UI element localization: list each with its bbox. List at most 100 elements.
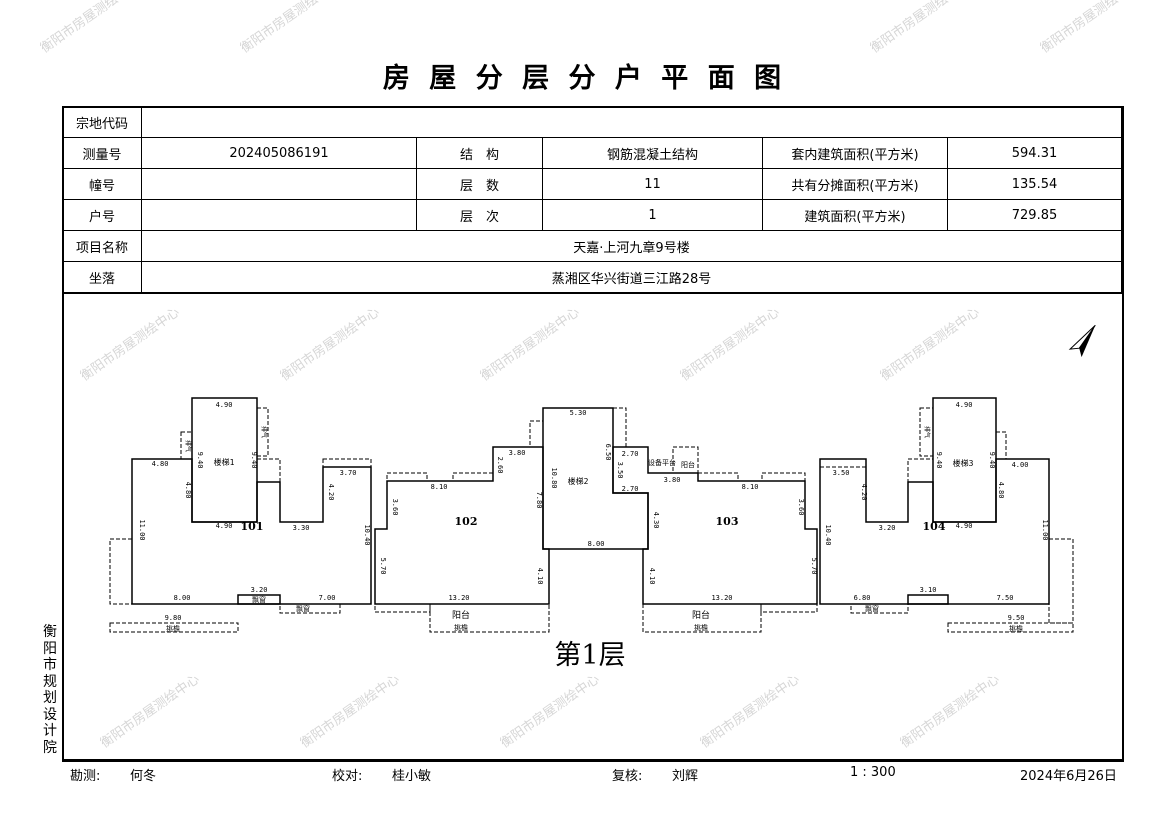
plan-label: 4.90 [956,522,973,530]
plan-label: 3.80 [509,449,526,457]
plan-label: 排气 [184,440,192,452]
plan-label: 楼梯2 [568,476,589,486]
plan-label: 楼梯3 [953,458,974,468]
plan-label: 挑檐 [454,623,468,632]
building-area-label: 建筑面积(平方米) [762,199,948,231]
plan-label: 10.40 [824,524,832,545]
unit-no-label: 户号 [62,199,142,231]
unit-number: 102 [455,515,478,528]
plan-label: 11.00 [1041,519,1049,540]
plan-label: 挑檐 [1009,624,1023,633]
plan-label: 4.10 [648,568,656,585]
plan-label: 3.50 [833,469,850,477]
plan-label: 设备平台 [648,458,676,467]
location: 蒸湘区华兴街道三江路28号 [141,261,1122,294]
plan-label: 2.70 [622,450,639,458]
plan-label: 3.10 [920,586,937,594]
plan-label: 4.00 [1012,461,1029,469]
plan-label: 3.20 [879,524,896,532]
project-name: 天嘉·上河九章9号楼 [141,230,1122,262]
plan-label: 4.20 [860,484,868,501]
north-arrow-icon [1068,324,1096,358]
plan-label: 飘窗 [252,595,266,604]
unit-103-outline [612,446,818,605]
plan-label: 7.00 [319,594,336,602]
plan-label: 11.00 [138,519,146,540]
inner-area-label: 套内建筑面积(平方米) [762,137,948,169]
unit-number: 104 [923,520,946,533]
reviewer: 刘辉 [672,769,699,784]
location-label: 坐落 [62,261,142,294]
inner-area: 594.31 [947,137,1122,169]
plan-label: 9.40 [988,452,996,469]
plan-label: 2.60 [496,457,504,474]
plan-label: 4.30 [652,512,660,529]
plan-label: 4.80 [152,460,169,468]
date: 2024年6月26日 [1020,769,1117,784]
plan-label: 3.70 [340,469,357,477]
floors: 11 [542,168,763,200]
plan-label: 5.70 [379,558,387,575]
plan-label: 9.80 [165,614,182,622]
shared-area-label: 共有分摊面积(平方米) [762,168,948,200]
side-org: 衡阳市规划设计院 [43,624,57,756]
plan-label: 4.90 [216,522,233,530]
plan-label: 7.80 [535,492,543,509]
building-area: 729.85 [947,199,1122,231]
surveyor-label: 勘测: [70,769,101,784]
dashed-attachments [109,407,1074,633]
bay-window-101 [237,594,281,605]
plan-label: 13.20 [448,594,469,602]
plan-label: 8.10 [431,483,448,491]
structure-label: 结 构 [416,137,543,169]
plan-label: 阳台 [452,609,470,621]
page-title: 房 屋 分 层 分 户 平 面 图 [382,63,787,94]
bay-window-104 [907,594,949,605]
plan-label: 10.40 [363,524,371,545]
plan-label: 挑檐 [694,623,708,632]
plan-label: 飘窗 [296,604,310,613]
plan-label: 阳台 [681,460,695,469]
plan-label: 3.50 [616,462,624,479]
plan-label: 排气 [923,426,931,438]
plan-label: 4.80 [184,482,192,499]
plan-label: 4.90 [956,401,973,409]
unit-number: 101 [241,520,264,533]
project-label: 项目名称 [62,230,142,262]
plan-label: 10.80 [550,467,558,488]
surveyor: 何冬 [130,769,157,784]
plan-label: 4.10 [536,568,544,585]
plan-label: 4.90 [216,401,233,409]
plan-label: 4.20 [327,484,335,501]
plan-label: 3.20 [251,586,268,594]
plan-label: 9.40 [196,452,204,469]
plan-label: 13.20 [711,594,732,602]
plan-label: 飘窗 [865,604,879,613]
plan-label: 3.30 [293,524,310,532]
unit-number: 103 [716,515,739,528]
plan-label: 7.50 [997,594,1014,602]
plan-label: 3.60 [797,499,805,516]
checker-label: 校对: [332,769,363,784]
reviewer-label: 复核: [612,769,643,784]
plan-label: 阳台 [692,609,710,621]
building-no-label: 幢号 [62,168,142,200]
plan-label: 9.50 [1008,614,1025,622]
plan-label: 5.30 [570,409,587,417]
plan-label: 9.40 [250,452,258,469]
plan-label: 2.70 [622,485,639,493]
plan-label: 6.50 [604,444,612,461]
checker: 桂小敏 [392,769,432,784]
plan-label: 8.10 [742,483,759,491]
building-no [141,168,417,200]
plan-label: 排气 [260,426,268,438]
plan-label: 3.80 [664,476,681,484]
plan-label: 8.00 [174,594,191,602]
survey-no-label: 测量号 [62,137,142,169]
unit-102-outline [374,446,550,605]
plan-label: 4.80 [997,482,1005,499]
plan-label: 挑檐 [166,624,180,633]
scale: 1 : 300 [850,765,896,780]
